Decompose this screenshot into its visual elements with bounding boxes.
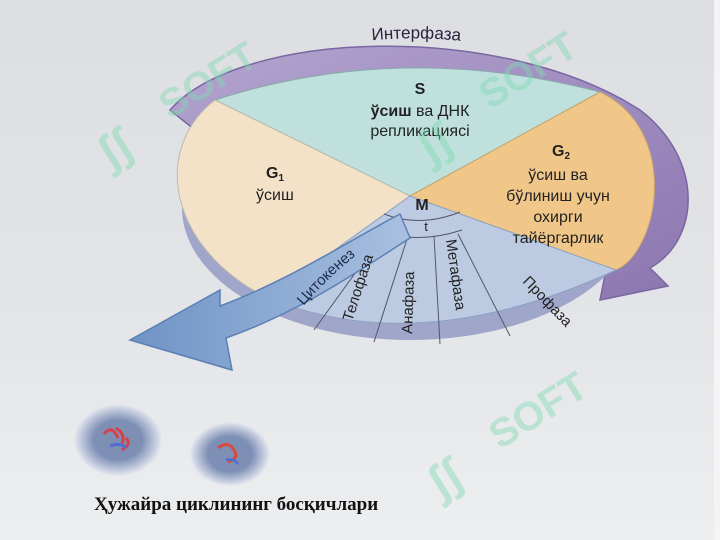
mitosis-sector [266,195,618,324]
g1-title: G1 [266,165,284,184]
interphase-label: Интерфаза [371,23,463,45]
s-line1: ўсиш ва ДНК [371,103,470,120]
g2-text-line: тайёргарлик [513,230,605,247]
stage-divider [433,235,441,345]
g1-text: ўсиш [256,187,294,204]
g2-text-line: бўлиниш учун [506,188,610,205]
g2-sector [408,91,655,271]
cytokinesis-arrow [128,212,411,372]
s-title: S [415,81,426,98]
g2-text-line: ўсиш ва [528,167,588,184]
g2-text-line: охирги [533,209,582,226]
stage-divider [373,235,409,343]
cell-left [74,404,162,476]
m-arc [383,211,461,222]
g2-text: ўсиш ва бўлиниш учун охирги тайёргарлик [506,167,610,247]
m-sub: t [424,219,428,234]
m-title: M [415,197,428,214]
svg-text:SOFT: SOFT [481,364,595,458]
g2-title: G2 [552,143,570,162]
stage-anaphase: Анафаза [399,271,418,335]
g1-sector [176,99,411,299]
svg-text:ʃʃ: ʃʃ [87,117,144,179]
stage-divider [457,233,511,337]
cell-right [190,422,270,486]
s-line2: репликациясi [370,123,469,140]
diagram-caption: Ҳужайра циклининг босқичлари [94,494,379,515]
s-sector [213,67,602,197]
svg-text:ʃʃ: ʃʃ [417,447,474,509]
